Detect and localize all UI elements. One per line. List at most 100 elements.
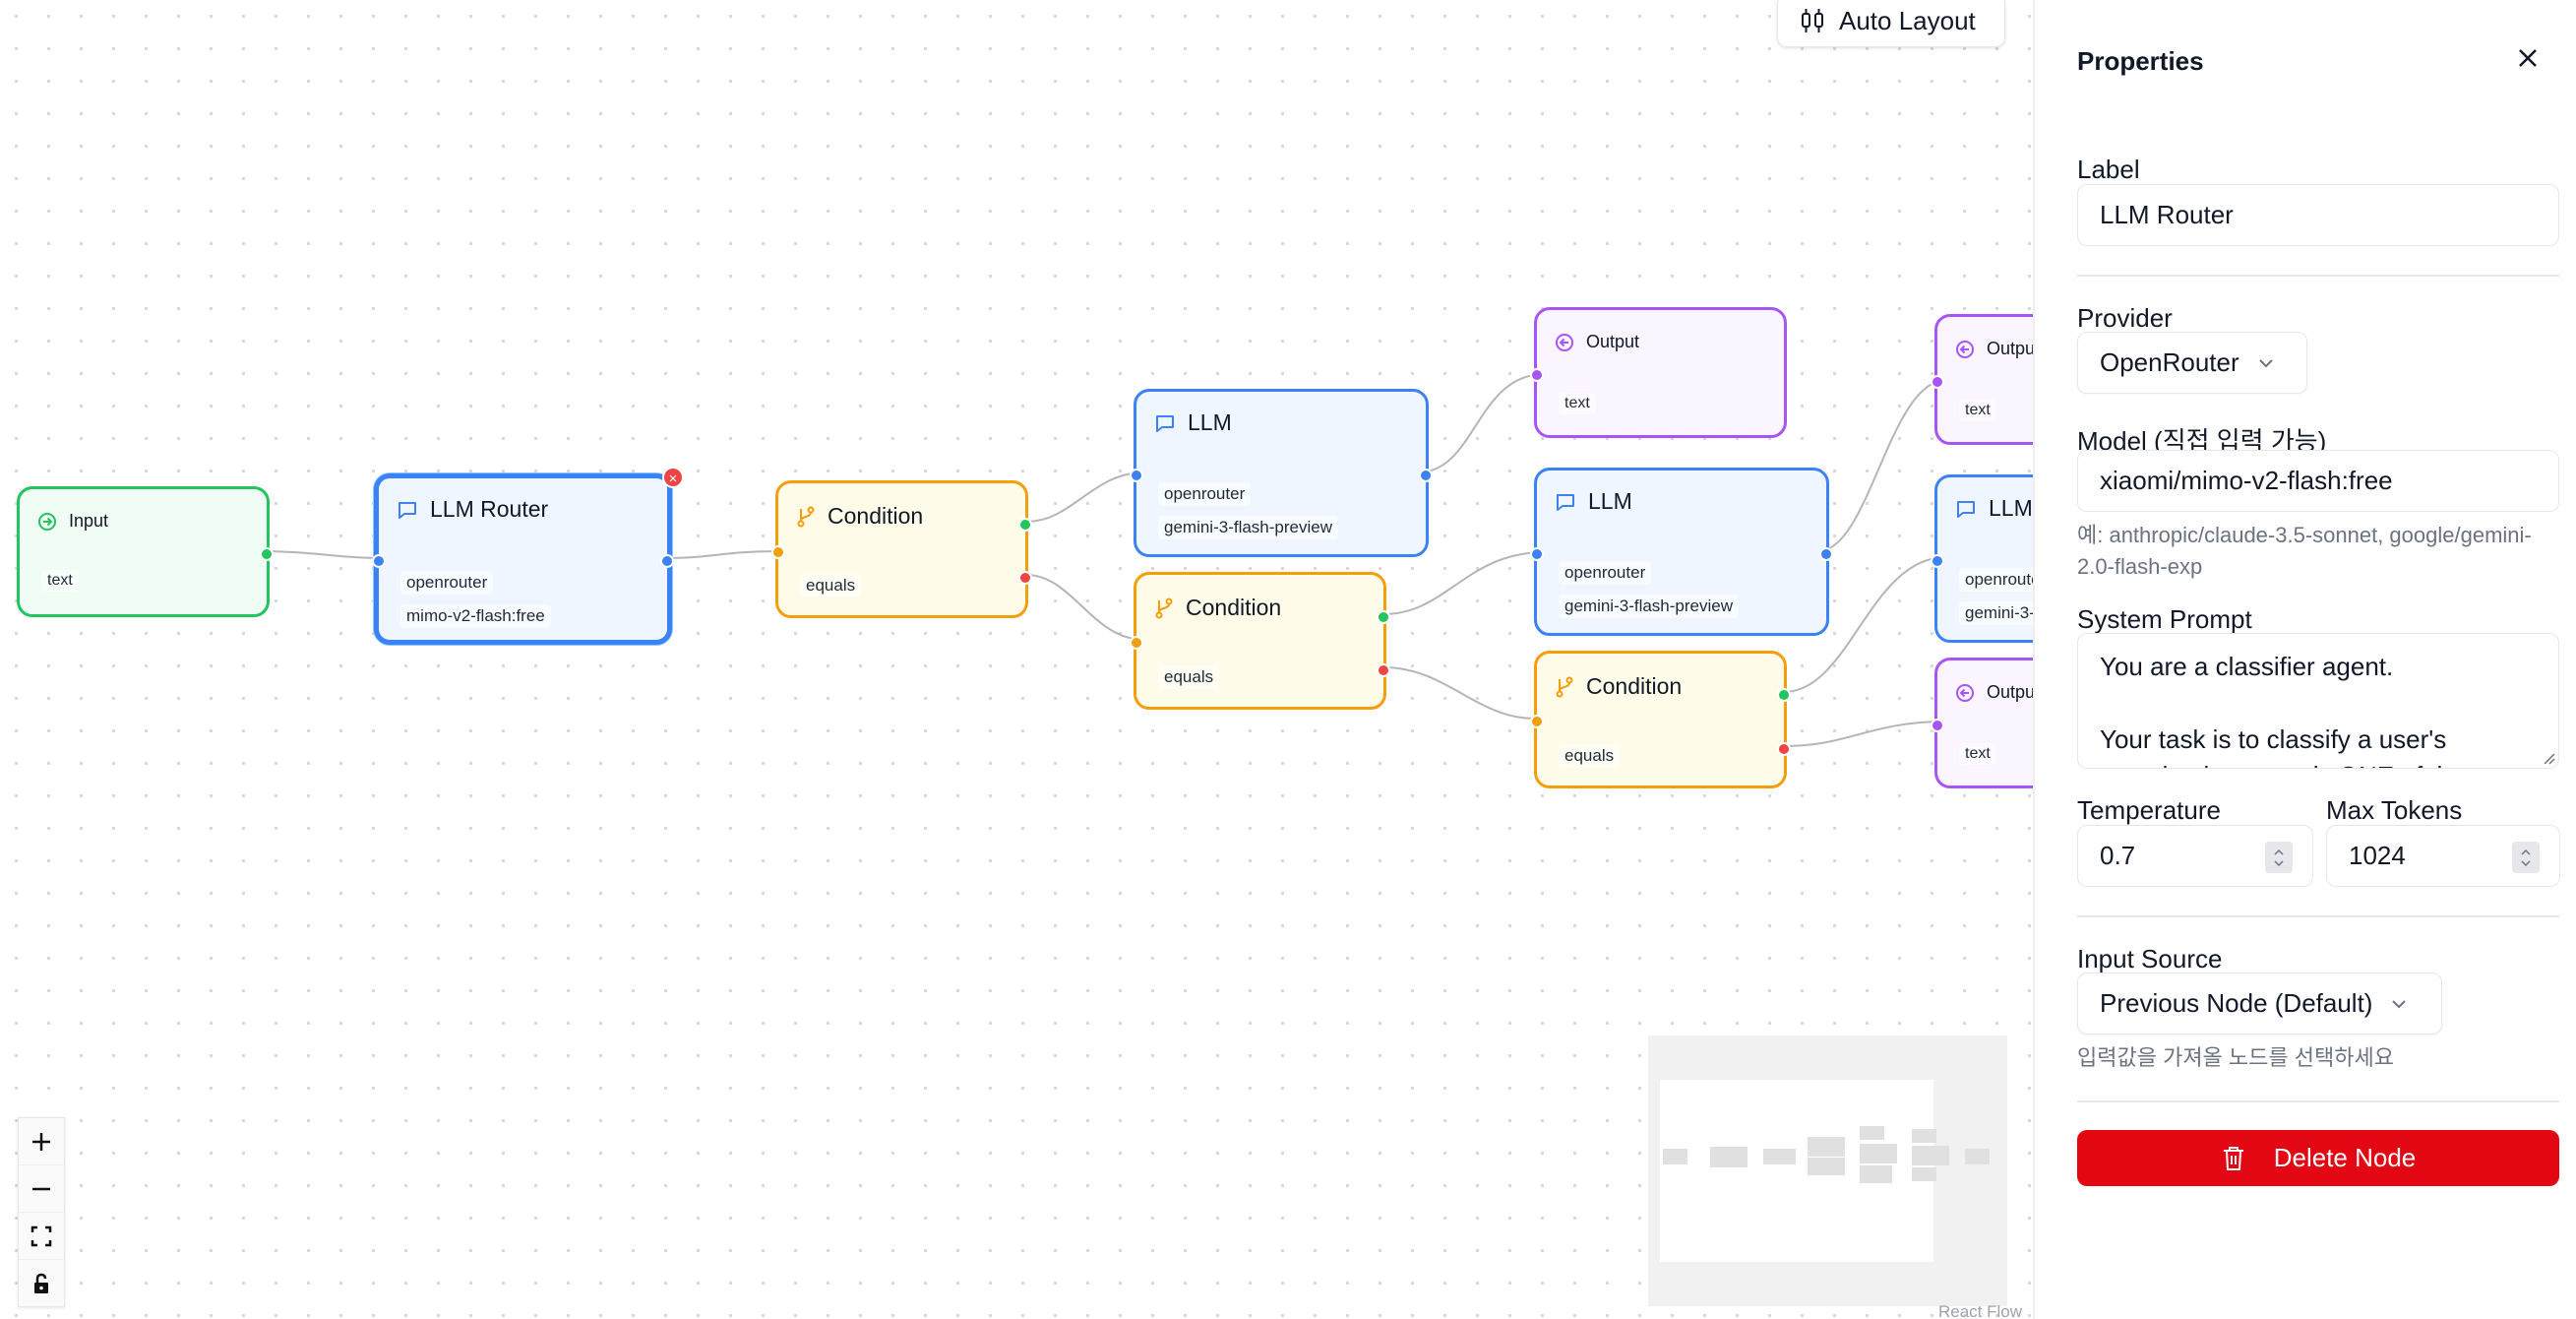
node-header: Condition — [796, 503, 923, 530]
flow-canvas[interactable]: Input text LLM Router openrouter mimo-v2… — [0, 0, 2033, 1319]
target-handle[interactable] — [1931, 375, 1944, 389]
target-handle[interactable] — [372, 554, 386, 568]
target-handle[interactable] — [771, 545, 785, 559]
node-input[interactable]: Input text — [17, 486, 274, 617]
divider — [2077, 275, 2559, 277]
temperature-input[interactable]: 0.7 — [2077, 825, 2313, 887]
target-handle[interactable] — [1130, 469, 1143, 482]
minimap-viewport[interactable] — [1660, 1080, 1933, 1262]
node-title: LLM — [1989, 495, 2033, 521]
lock-button[interactable] — [19, 1260, 64, 1307]
node-title: Output — [1987, 682, 2033, 702]
arrow-left-circle-icon — [1956, 340, 1974, 358]
react-flow-attribution[interactable]: React Flow — [1938, 1302, 2023, 1319]
source-handle[interactable] — [1819, 547, 1833, 561]
node-model: gemini-3- — [1959, 601, 2033, 625]
node-llm[interactable]: LLM openrouter gemini-3- — [1931, 474, 2033, 643]
delete-node-badge[interactable]: × — [662, 467, 684, 488]
auto-layout-label: Auto Layout — [1839, 5, 1976, 35]
node-chip: text — [1959, 400, 1996, 421]
node-output[interactable]: Output text — [1530, 307, 1787, 438]
node-model: gemini-3-flash-preview — [1158, 516, 1339, 539]
close-panel-button[interactable] — [2516, 46, 2540, 75]
edge — [1783, 721, 1947, 747]
true-handle[interactable] — [1377, 610, 1390, 624]
node-condition[interactable]: Condition equals — [1130, 572, 1390, 710]
edge — [1025, 471, 1145, 523]
node-title: LLM Router — [430, 496, 549, 522]
zoom-out-button[interactable] — [19, 1165, 64, 1213]
minimap-node — [1808, 1137, 1845, 1157]
source-handle[interactable] — [1419, 469, 1433, 482]
true-handle[interactable] — [1777, 688, 1791, 702]
minimap-node — [1710, 1147, 1748, 1167]
source-handle[interactable] — [260, 547, 274, 561]
target-handle[interactable] — [1530, 715, 1544, 728]
minimap[interactable] — [1648, 1036, 2007, 1306]
system-prompt-textarea[interactable]: You are a classifier agent. Your task is… — [2077, 633, 2559, 769]
node-condition[interactable]: Condition equals — [1530, 651, 1791, 788]
node-chip: equals — [800, 574, 862, 597]
message-icon — [1957, 500, 1975, 518]
node-header: LLM — [1555, 488, 1632, 515]
node-title: LLM — [1588, 488, 1632, 514]
minimap-node — [1808, 1158, 1845, 1175]
max-tokens-input[interactable]: 1024 — [2326, 825, 2560, 887]
message-icon — [1156, 414, 1174, 432]
node-output[interactable]: Output text — [1931, 658, 2033, 788]
branch-icon — [797, 506, 815, 527]
message-icon — [1557, 493, 1574, 511]
arrow-left-circle-icon — [1556, 333, 1573, 351]
target-handle[interactable] — [1130, 636, 1143, 650]
false-handle[interactable] — [1018, 571, 1032, 585]
true-handle[interactable] — [1018, 518, 1032, 532]
node-title: Condition — [828, 503, 924, 529]
false-handle[interactable] — [1377, 663, 1390, 677]
delete-node-label: Delete Node — [2273, 1143, 2417, 1172]
layout-icon — [1802, 9, 1823, 32]
edge — [257, 550, 389, 559]
node-header: Output — [1955, 339, 2033, 359]
input-source-select[interactable]: Previous Node (Default) — [2077, 973, 2442, 1035]
target-handle[interactable] — [1530, 368, 1544, 382]
unlock-icon — [34, 1273, 48, 1293]
provider-value: OpenRouter — [2100, 347, 2239, 377]
arrow-right-circle-icon — [38, 512, 56, 531]
temperature-spinner[interactable] — [2265, 842, 2293, 873]
target-handle[interactable] — [1931, 554, 1944, 568]
max-tokens-spinner[interactable] — [2512, 842, 2540, 873]
provider-select[interactable]: OpenRouter — [2077, 332, 2307, 394]
message-icon — [399, 501, 416, 519]
node-llm[interactable]: LLM openrouter gemini-3-flash-preview — [1530, 468, 1833, 636]
false-handle[interactable] — [1777, 742, 1791, 756]
node-chip: text — [1559, 393, 1596, 414]
source-handle[interactable] — [660, 554, 674, 568]
node-llm[interactable]: LLM openrouter gemini-3-flash-preview — [1130, 389, 1433, 557]
node-provider: openrouter — [400, 571, 494, 595]
auto-layout-button[interactable]: Auto Layout — [1777, 0, 2005, 47]
node-output[interactable]: Output text — [1931, 314, 2033, 445]
edge — [1817, 379, 1947, 552]
trash-icon — [2223, 1146, 2243, 1170]
node-condition[interactable]: Condition equals — [771, 480, 1032, 618]
delete-node-button[interactable]: Delete Node — [2077, 1130, 2559, 1186]
resize-handle[interactable] — [2541, 750, 2556, 771]
node-header: LLM Router — [397, 496, 548, 523]
model-input[interactable]: xiaomi/mimo-v2-flash:free — [2077, 450, 2559, 512]
chevron-down-icon — [2258, 358, 2273, 367]
fit-view-button[interactable] — [19, 1213, 64, 1260]
divider — [2077, 1100, 2559, 1102]
target-handle[interactable] — [1530, 547, 1544, 561]
node-header: Output — [1955, 682, 2033, 703]
label-input[interactable]: LLM Router — [2077, 184, 2559, 246]
node-model: gemini-3-flash-preview — [1559, 595, 1740, 618]
node-title: Output — [1987, 339, 2033, 358]
provider-label: Provider — [2077, 303, 2173, 333]
node-llm-router[interactable]: LLM Router openrouter mimo-v2-flash:free… — [372, 467, 684, 645]
target-handle[interactable] — [1931, 719, 1944, 732]
edge — [1382, 551, 1546, 615]
zoom-in-button[interactable] — [19, 1118, 64, 1165]
node-chip: equals — [1559, 744, 1621, 768]
node-provider: openrouter — [1959, 568, 2033, 592]
input-source-value: Previous Node (Default) — [2100, 988, 2373, 1018]
